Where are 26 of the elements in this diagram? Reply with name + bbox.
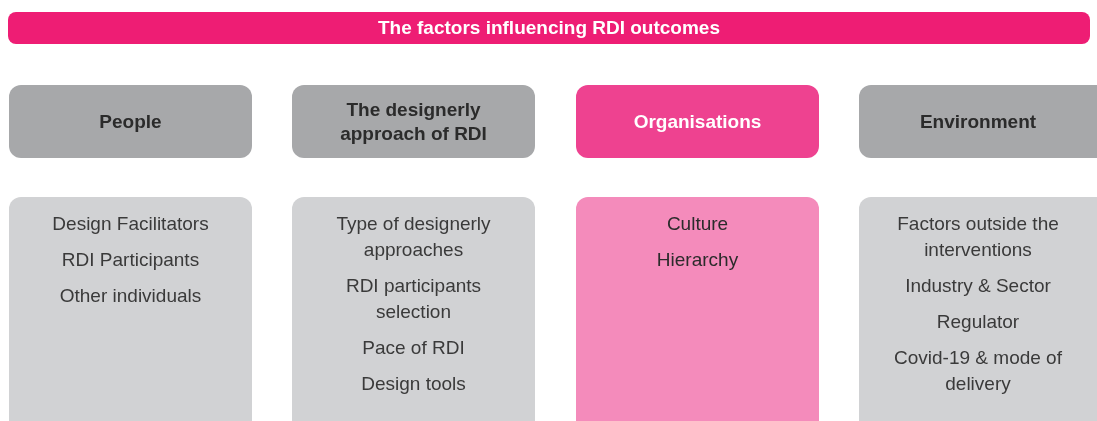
factor-item: Type of designerly approaches xyxy=(335,212,492,262)
factor-item: Other individuals xyxy=(59,284,202,308)
header-text: The designerly approach of RDI xyxy=(339,97,488,146)
category-header-box xyxy=(859,85,1097,158)
factor-item: Factors outside the interventions xyxy=(896,212,1060,262)
factor-list-box xyxy=(292,197,535,421)
category-header-box xyxy=(292,85,535,158)
factor-list-box xyxy=(859,197,1097,421)
factor-item: Pace of RDI xyxy=(362,336,465,360)
title-banner: The factors influencing RDI outcomes xyxy=(8,12,1090,44)
factor-item: Regulator xyxy=(936,310,1020,334)
factor-item: Design Facilitators xyxy=(52,212,209,236)
factor-item: Culture xyxy=(666,212,729,236)
header-text: Organisations xyxy=(633,109,762,134)
category-header-box xyxy=(576,85,819,158)
header-text: People xyxy=(99,109,162,134)
factor-item: Industry & Sector xyxy=(905,274,1051,298)
factor-item: Design tools xyxy=(361,372,466,396)
factor-item: RDI participants selection xyxy=(344,274,483,324)
factor-list-box xyxy=(9,197,252,421)
factor-item: RDI Participants xyxy=(61,248,200,272)
factor-list-box xyxy=(576,197,819,421)
category-header-box xyxy=(9,85,252,158)
factor-item: Hierarchy xyxy=(656,248,739,272)
factor-item: Covid-19 & mode of delivery xyxy=(893,346,1063,396)
header-text: Environment xyxy=(919,109,1037,134)
